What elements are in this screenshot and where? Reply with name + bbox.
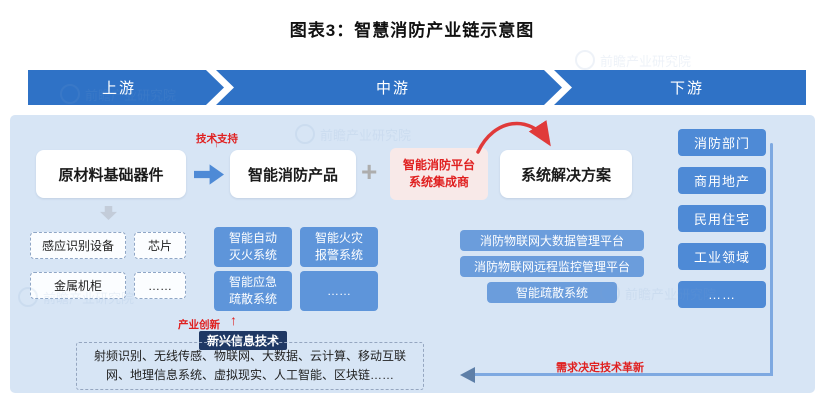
solutions-box: 系统解决方案 <box>500 150 632 198</box>
figure-title: 图表3：智慧消防产业链示意图 <box>289 21 535 40</box>
midstream-item: 智能火灾 报警系统 <box>300 227 378 267</box>
downstream-item: 工业领域 <box>678 243 766 270</box>
feedback-line-vertical <box>770 143 773 376</box>
watermark-text: 前瞻产业研究院 <box>600 53 692 69</box>
downstream-item: 商用地产 <box>678 167 766 194</box>
watermark: 前瞻产业研究院 <box>575 50 691 70</box>
upstream-item: 感应识别设备 <box>30 232 126 259</box>
solution-platform-item: 消防物联网大数据管理平台 <box>460 230 644 251</box>
midstream-item: …… <box>300 271 378 311</box>
emerging-tech-box: 新兴信息技术 <box>199 331 287 350</box>
demand-note-label: 需求决定技术革新 <box>556 362 644 374</box>
solution-platform-item: 消防物联网远程监控管理平台 <box>460 256 644 277</box>
left-arrowhead-icon <box>460 367 475 383</box>
banner-midstream-label: 中游 <box>375 80 410 97</box>
midstream-item: 智能自动 灭火系统 <box>214 227 292 267</box>
plus-icon: + <box>361 156 378 187</box>
smart-products-box: 智能消防产品 <box>230 150 356 198</box>
banner-segment-upstream: 上游 <box>28 70 224 105</box>
up-arrow-icon: ↑ <box>214 139 219 150</box>
banner-downstream-label: 下游 <box>669 80 704 97</box>
downstream-item: 民用住宅 <box>678 205 766 232</box>
solution-platform-item: 智能疏散系统 <box>487 282 617 303</box>
raw-materials-box: 原材料基础器件 <box>36 150 186 198</box>
industry-innovation-label: 产业创新 <box>178 319 220 331</box>
upstream-item: 金属机柜 <box>30 272 126 299</box>
integrator-box: 智能消防平台 系统集成商 <box>390 148 488 200</box>
upstream-item: …… <box>134 272 186 299</box>
downstream-item: …… <box>678 281 766 308</box>
upstream-item: 芯片 <box>134 232 186 259</box>
watermark-logo-icon <box>575 50 595 70</box>
tech-support-label: 技术支持 <box>196 133 238 145</box>
downstream-item: 消防部门 <box>678 129 766 156</box>
banner-segment-midstream: 中游 <box>216 70 562 105</box>
curved-arrow-icon <box>476 120 551 154</box>
tech-list-box: 射频识别、无线传感、物联网、大数据、云计算、移动互联网、地理信息系统、虚拟现实、… <box>76 342 424 390</box>
up-arrow-icon: ↑ <box>230 312 237 328</box>
midstream-item: 智能应急 疏散系统 <box>214 271 292 311</box>
feedback-line-horizontal <box>474 373 773 376</box>
banner-segment-downstream: 下游 <box>554 70 806 105</box>
banner-upstream-label: 上游 <box>101 80 136 97</box>
